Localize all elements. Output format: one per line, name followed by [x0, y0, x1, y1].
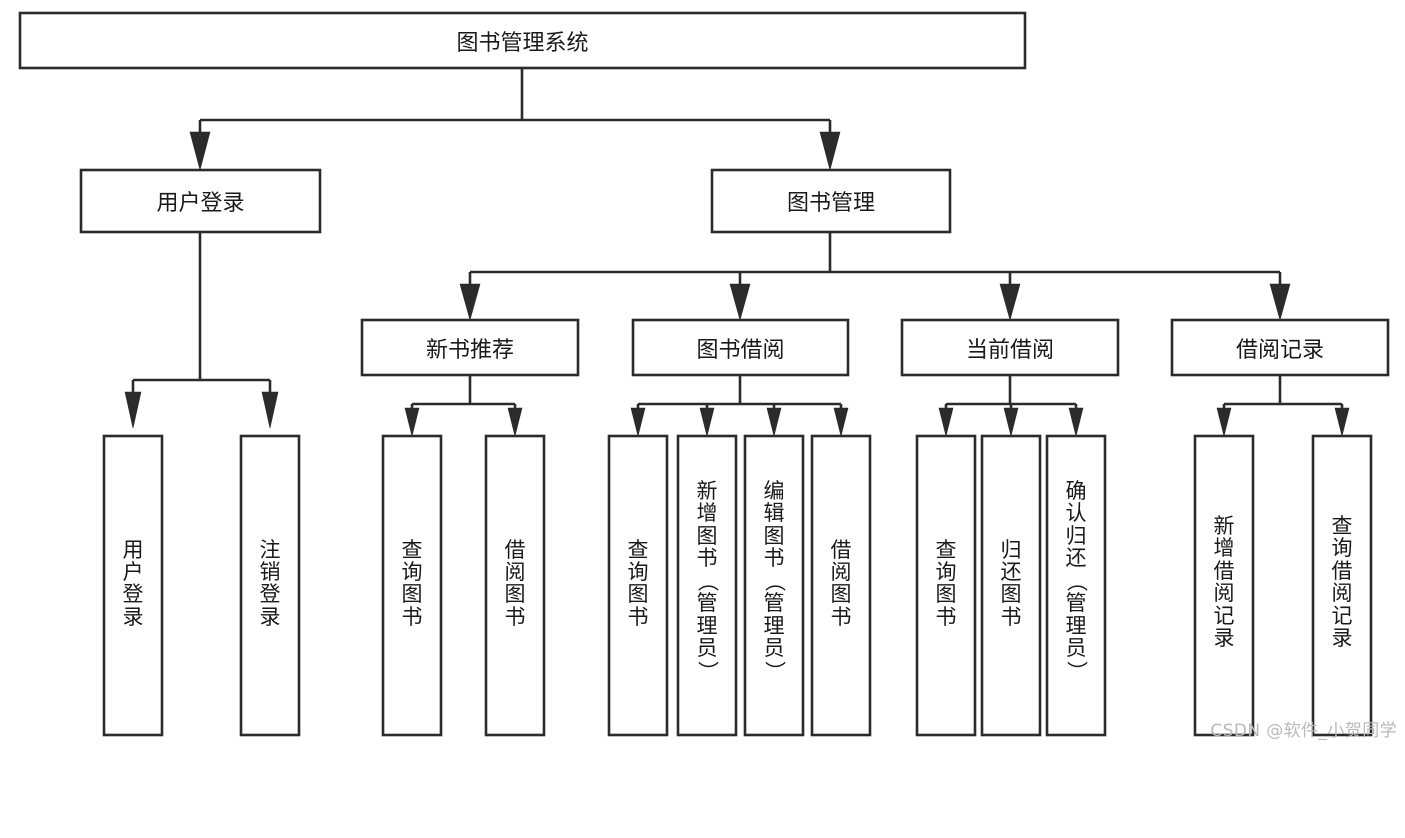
book-management-system-diagram: 图书管理系统 用户登录 图书管理 新书推荐 图书借阅 当前借阅 借阅记录 用户登…	[18, 11, 1397, 741]
node-box-book-management[interactable]	[710, 168, 952, 234]
node-box-new-book-recommend[interactable]	[360, 318, 580, 377]
node-box-leaf-borrow-book-2[interactable]	[810, 434, 872, 737]
arrow-icon-book-borrow	[729, 283, 751, 322]
arrow-icon-new-book-recommend	[459, 283, 481, 322]
node-box-leaf-return-book[interactable]	[980, 434, 1042, 737]
arrow-icon-book-management	[819, 131, 841, 172]
connector-group-bookmgmt-to-level2	[459, 232, 1291, 322]
arrow-icon-leaf-confirm-return	[1068, 407, 1084, 437]
arrow-icon-leaf-query-record	[1334, 407, 1350, 437]
arrow-icon-leaf-return-book	[1003, 407, 1019, 437]
node-box-current-borrow[interactable]	[900, 318, 1120, 377]
node-box-leaf-query-record[interactable]	[1311, 434, 1373, 737]
node-box-leaf-query-book-3[interactable]	[915, 434, 977, 737]
arrow-icon-leaf-query-book-3	[938, 407, 954, 437]
arrow-icon-leaf-borrow-book-1	[507, 407, 523, 437]
diagram-canvas	[18, 11, 1390, 737]
node-box-leaf-add-book[interactable]	[676, 434, 738, 737]
node-box-leaf-edit-book[interactable]	[743, 434, 805, 737]
node-box-leaf-query-book-1[interactable]	[381, 434, 443, 737]
arrow-icon-leaf-query-book-2	[630, 407, 646, 437]
arrow-icon-leaf-borrow-book-2	[833, 407, 849, 437]
arrow-icon-leaf-add-book	[699, 407, 715, 437]
connector-group-currentborrow-leaves	[938, 375, 1084, 437]
arrow-icon-leaf-edit-book	[766, 407, 782, 437]
connector-group-borrowrecord-leaves	[1216, 375, 1350, 437]
node-box-leaf-user-logout[interactable]	[239, 434, 301, 737]
arrow-icon-leaf-user-logout	[261, 391, 279, 429]
node-box-user-login[interactable]	[79, 168, 322, 234]
arrow-icon-leaf-user-login	[124, 391, 142, 429]
node-box-leaf-add-record[interactable]	[1193, 434, 1255, 737]
connector-group-newbook-leaves	[404, 375, 523, 437]
node-box-leaf-query-book-2[interactable]	[607, 434, 669, 737]
connector-group-userlogin-leaves	[124, 232, 279, 429]
arrow-icon-current-borrow	[999, 283, 1021, 322]
node-box-leaf-borrow-book-1[interactable]	[484, 434, 546, 737]
watermark-text: CSDN @软件_小贺同学	[1210, 721, 1397, 741]
node-box-borrow-record[interactable]	[1170, 318, 1390, 377]
arrow-icon-user-login	[189, 131, 211, 172]
connector-group-root-to-level1	[189, 68, 841, 172]
arrow-icon-leaf-query-book-1	[404, 407, 420, 437]
node-box-root[interactable]	[18, 11, 1027, 70]
node-box-book-borrow[interactable]	[631, 318, 850, 377]
node-box-leaf-confirm-return[interactable]	[1045, 434, 1107, 737]
arrow-icon-borrow-record	[1269, 283, 1291, 322]
connector-group-bookborrow-leaves	[630, 375, 849, 437]
arrow-icon-leaf-add-record	[1216, 407, 1232, 437]
node-box-leaf-user-login[interactable]	[102, 434, 164, 737]
